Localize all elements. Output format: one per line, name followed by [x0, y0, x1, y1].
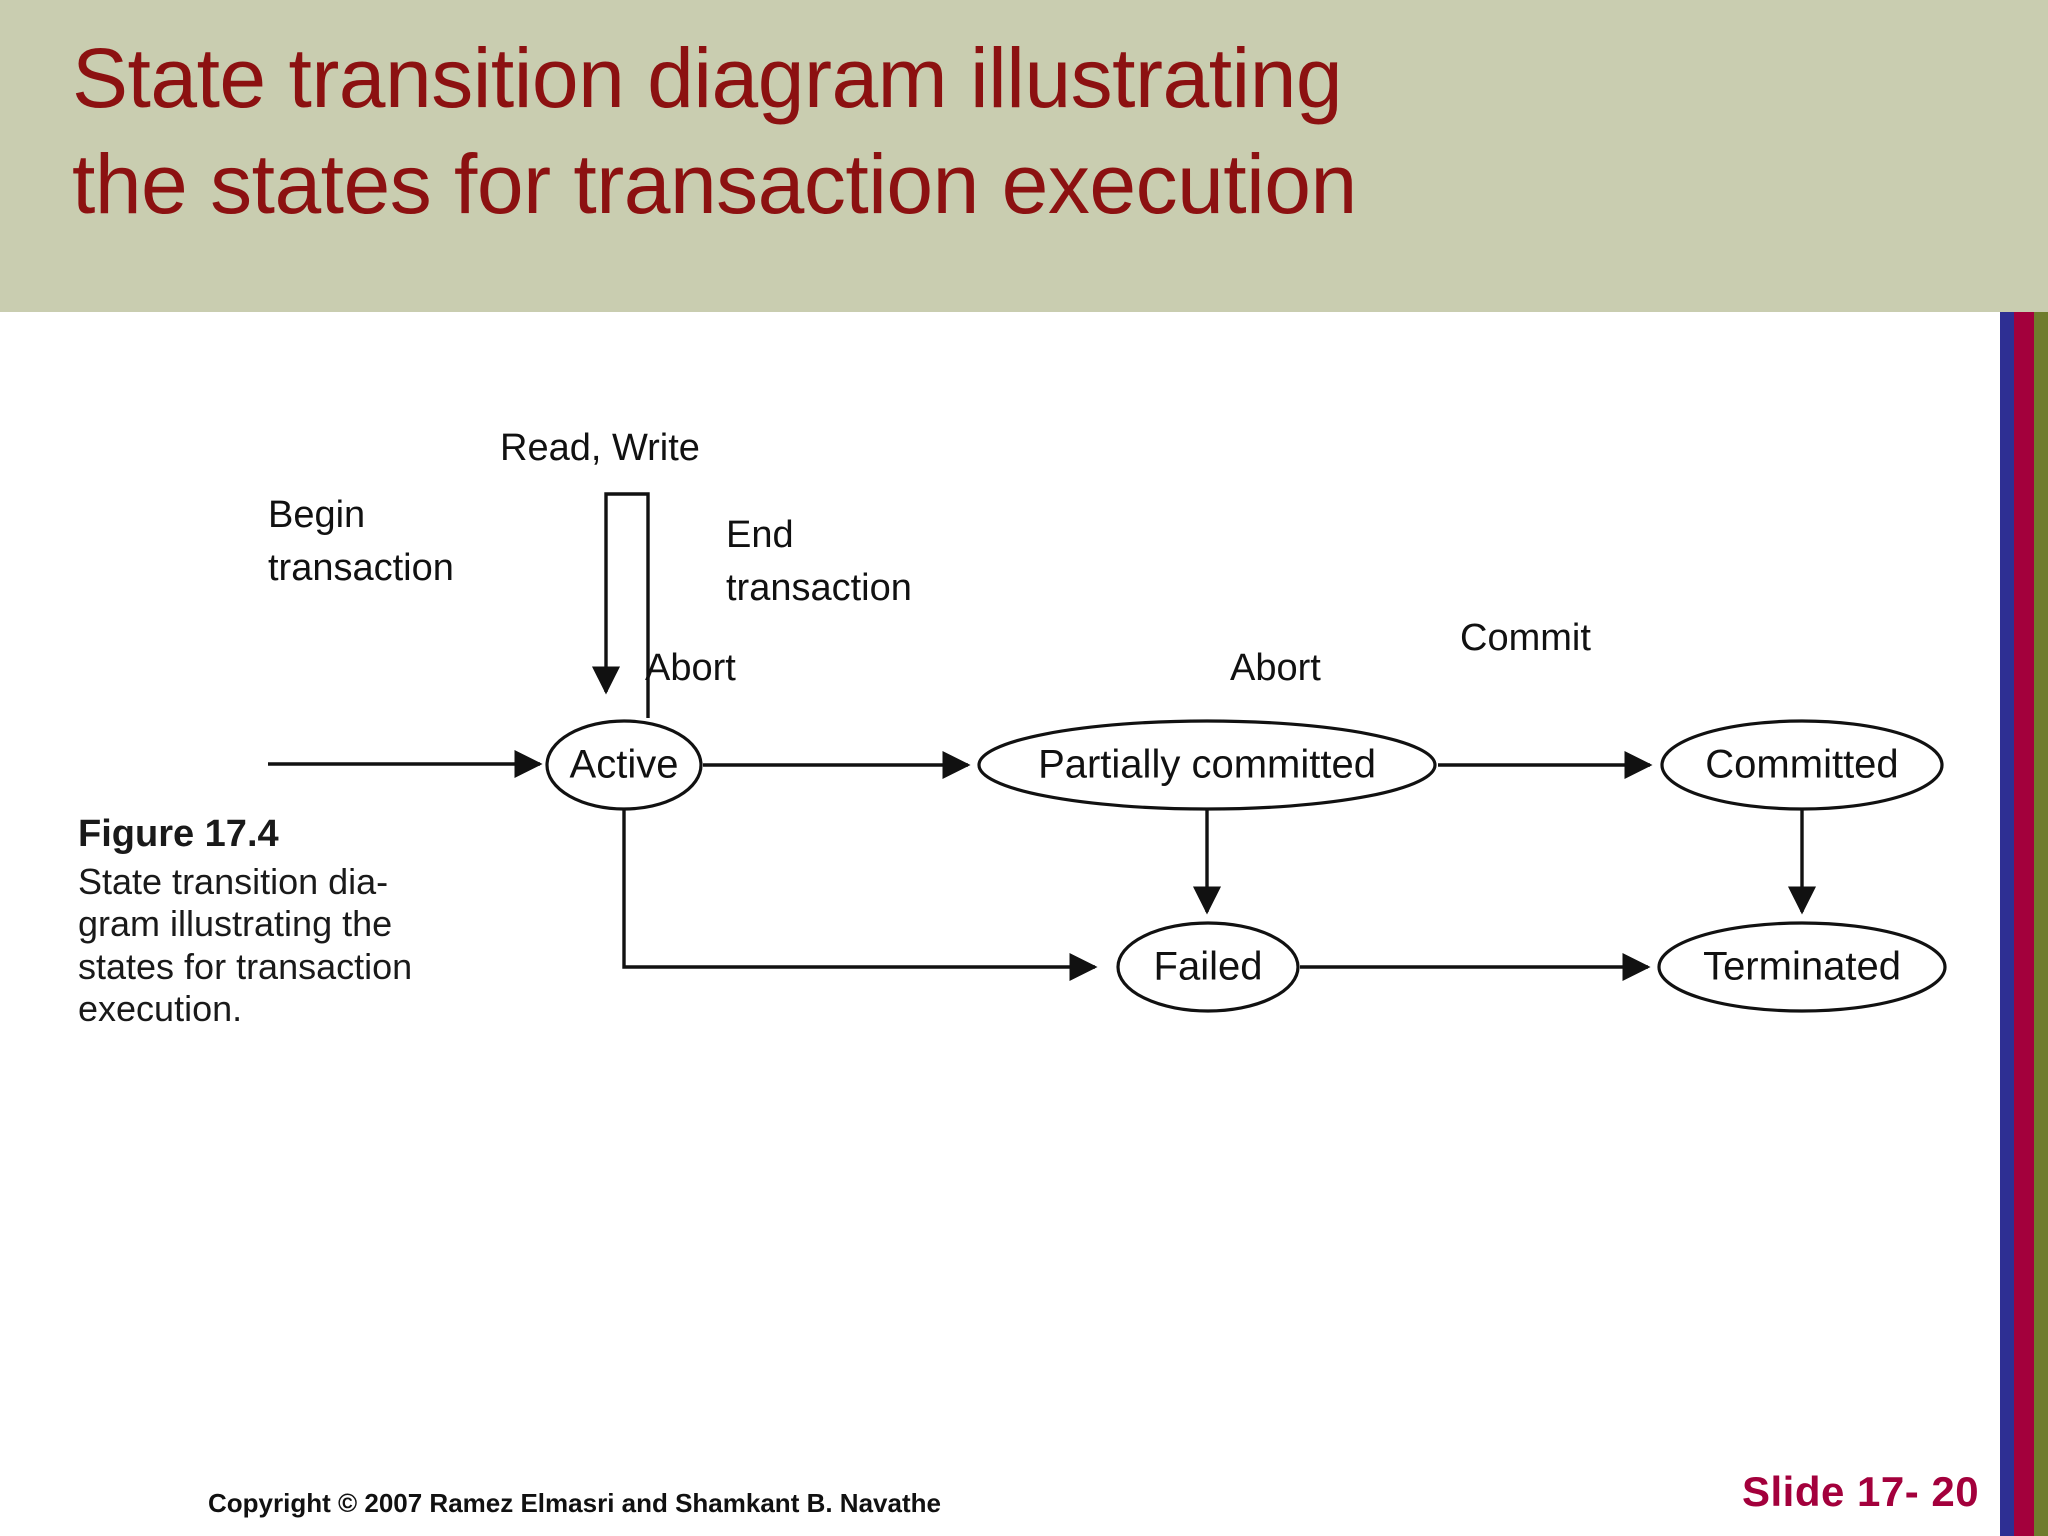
node-label-failed: Failed: [1154, 945, 1263, 989]
accent-stripe-olive: [2034, 312, 2048, 1536]
edge-label-abort-middle: Abort: [1230, 647, 1321, 689]
state-transition-diagram: Begin transaction Read, Write Active End…: [0, 312, 2048, 1312]
edge-label-end-line1: End: [726, 514, 794, 556]
node-label-partially-committed: Partially committed: [1038, 743, 1376, 787]
edge-label-end-line2: transaction: [726, 567, 912, 609]
edge-commit: Commit: [1438, 617, 1653, 780]
edge-abort-active-to-failed: Abort: [622, 647, 1098, 982]
edge-label-abort-left: Abort: [645, 647, 736, 689]
page-title: State transition diagram illustrating th…: [72, 31, 1357, 231]
footer-slide-number: Slide 17- 20: [1742, 1468, 1980, 1515]
edge-label-begin-line1: Begin: [268, 494, 365, 536]
accent-stripe-blue: [2000, 312, 2014, 1536]
node-partially-committed: Partially committed: [977, 719, 1437, 811]
node-label-terminated: Terminated: [1703, 945, 1901, 989]
node-failed: Failed: [1116, 921, 1300, 1013]
edge-end-transaction: End transaction: [703, 514, 971, 780]
figure-caption-block: Figure 17.4 State transition dia- gram i…: [78, 812, 478, 1031]
slide-header-band: State transition diagram illustrating th…: [0, 0, 2048, 312]
figure-number: Figure 17.4: [78, 813, 279, 855]
accent-stripe-crimson: [2014, 312, 2034, 1536]
node-committed: Committed: [1660, 719, 1944, 811]
node-active: Active: [545, 719, 703, 811]
node-label-active: Active: [570, 743, 679, 787]
node-terminated: Terminated: [1657, 921, 1947, 1013]
edge-read-write-selfloop: Read, Write: [500, 427, 700, 718]
right-edge-accent-stripes: [2000, 312, 2048, 1536]
edge-begin-transaction: Begin transaction: [268, 494, 543, 779]
edge-label-begin-line2: transaction: [268, 547, 454, 589]
figure-caption-text: State transition dia- gram illustrating …: [78, 860, 413, 1030]
edge-abort-partial-to-failed: Abort: [1192, 647, 1321, 915]
edge-label-commit: Commit: [1460, 617, 1591, 659]
edge-label-read-write: Read, Write: [500, 427, 700, 469]
footer-copyright: Copyright © 2007 Ramez Elmasri and Shamk…: [208, 1488, 941, 1518]
node-label-committed: Committed: [1705, 743, 1898, 787]
